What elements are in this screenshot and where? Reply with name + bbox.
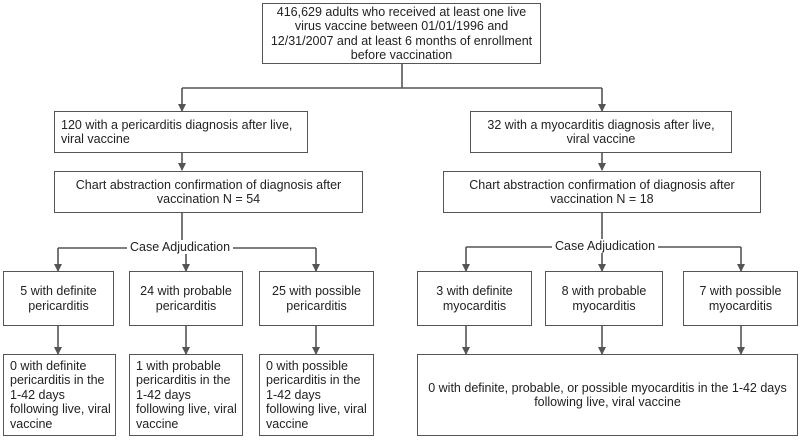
pericarditis-probable-box: 24 with probable pericarditis: [129, 271, 243, 326]
myocarditis-definite-text: 3 with definite myocarditis: [436, 284, 513, 313]
myocarditis-definite-box: 3 with definite myocarditis: [417, 271, 532, 326]
myocarditis-outcome-box: 0 with definite, probable, or possible m…: [417, 354, 798, 436]
pericarditis-diagnosis-box: 120 with a pericarditis diagnosis after …: [54, 111, 308, 153]
pericarditis-definite-box: 5 with definite pericarditis: [3, 271, 114, 326]
myocarditis-possible-text: 7 with possible myocarditis: [699, 284, 782, 313]
pericarditis-possible-box: 25 with possible pericarditis: [259, 271, 374, 326]
myocarditis-chart-box: Chart abstraction confirmation of diagno…: [443, 171, 761, 213]
myocarditis-chart-text: Chart abstraction confirmation of diagno…: [469, 177, 735, 207]
pericarditis-definite-text: 5 with definite pericarditis: [20, 284, 97, 313]
myocarditis-probable-text: 8 with probable myocarditis: [561, 284, 647, 313]
pericarditis-possible-text: 25 with possible pericarditis: [272, 284, 361, 313]
myocarditis-diagnosis-text: 32 with a myocarditis diagnosis after li…: [487, 117, 715, 147]
myocarditis-diagnosis-box: 32 with a myocarditis diagnosis after li…: [470, 111, 732, 153]
pericarditis-adjudication-label: Case Adjudication: [127, 240, 234, 254]
pericarditis-probable-outcome-box: 1 with probable pericarditis in the 1-42…: [129, 354, 243, 436]
pericarditis-possible-outcome-box: 0 with possible pericarditis in the 1-42…: [259, 354, 374, 436]
pericarditis-probable-text: 24 with probable pericarditis: [140, 284, 232, 313]
cohort-box: 416,629 adults who received at least one…: [262, 3, 541, 64]
myocarditis-adjudication-label: Case Adjudication: [552, 239, 659, 253]
pericarditis-possible-outcome-text: 0 with possible pericarditis in the 1-42…: [266, 358, 367, 431]
pericarditis-definite-outcome-text: 0 with definite pericarditis in the 1-42…: [10, 358, 111, 431]
pericarditis-chart-box: Chart abstraction confirmation of diagno…: [54, 171, 363, 213]
myocarditis-probable-box: 8 with probable myocarditis: [545, 271, 663, 326]
myocarditis-outcome-text: 0 with definite, probable, or possible m…: [428, 380, 787, 410]
pericarditis-definite-outcome-box: 0 with definite pericarditis in the 1-42…: [3, 354, 116, 436]
cohort-text: 416,629 adults who received at least one…: [270, 4, 533, 63]
pericarditis-diagnosis-text: 120 with a pericarditis diagnosis after …: [61, 117, 293, 147]
myocarditis-possible-box: 7 with possible myocarditis: [683, 271, 798, 326]
pericarditis-probable-outcome-text: 1 with probable pericarditis in the 1-42…: [136, 358, 237, 431]
pericarditis-chart-text: Chart abstraction confirmation of diagno…: [75, 177, 342, 207]
